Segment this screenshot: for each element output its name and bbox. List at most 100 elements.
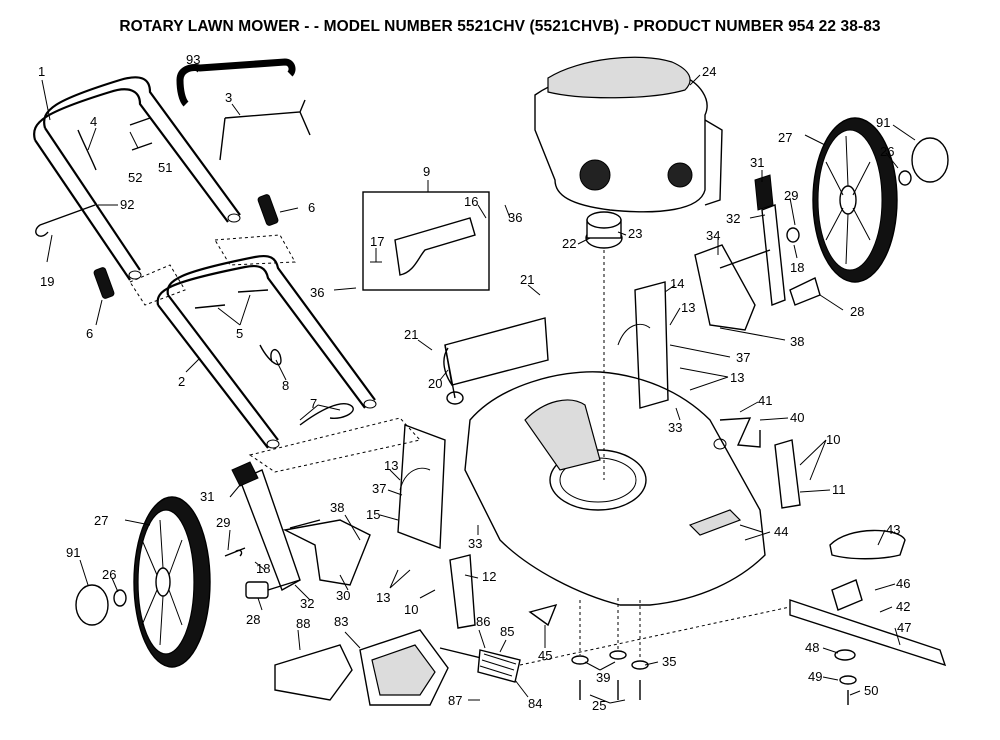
callout-10b: 10	[404, 602, 418, 617]
callout-48: 48	[805, 640, 819, 655]
callout-4: 4	[90, 114, 97, 129]
callout-25: 25	[592, 698, 606, 713]
callout-15: 15	[366, 507, 380, 522]
bolts-small	[35, 117, 269, 309]
mower-deck	[464, 371, 766, 606]
right-height-adjuster	[694, 174, 821, 331]
callout-6b: 6	[86, 326, 93, 341]
rear-bracket-left	[397, 424, 446, 549]
callout-50: 50	[864, 683, 878, 698]
callout-36b: 36	[310, 285, 324, 300]
callout-83: 83	[334, 614, 348, 629]
callout-91: 91	[876, 115, 890, 130]
callout-29: 29	[784, 188, 798, 203]
callout-43: 43	[886, 522, 900, 537]
callout-33: 33	[668, 420, 682, 435]
callout-84: 84	[528, 696, 542, 711]
left-wheel-hub-parts	[75, 547, 301, 626]
callout-32: 32	[726, 211, 740, 226]
callout-5: 5	[236, 326, 243, 341]
callout-3: 3	[225, 90, 232, 105]
hairpin-clips	[77, 129, 354, 426]
callout-11: 11	[832, 482, 846, 497]
callout-26b: 26	[102, 567, 116, 582]
callout-32b: 32	[300, 596, 314, 611]
callout-52: 52	[128, 170, 142, 185]
callout-13: 13	[681, 300, 695, 315]
callout-27: 27	[778, 130, 792, 145]
callout-88: 88	[296, 616, 310, 631]
handle-guide-dashes	[129, 234, 421, 473]
callout-31: 31	[750, 155, 764, 170]
callout-14: 14	[670, 276, 684, 291]
callout-7: 7	[310, 396, 317, 411]
knobs	[93, 194, 279, 299]
callout-33b: 33	[468, 536, 482, 551]
callout-39: 39	[596, 670, 610, 685]
callout-40: 40	[790, 410, 804, 425]
callout-23: 23	[628, 226, 642, 241]
callout-22: 22	[562, 236, 576, 251]
callout-41: 41	[758, 393, 772, 408]
rear-door-rod	[713, 417, 761, 450]
leader-lines	[41, 64, 916, 704]
callout-13d: 13	[376, 590, 390, 605]
callout-2: 2	[178, 374, 185, 389]
callout-37: 37	[736, 350, 750, 365]
callout-92: 92	[120, 197, 134, 212]
callout-16: 16	[464, 194, 478, 209]
callout-26: 26	[880, 144, 894, 159]
deck-bolts	[571, 598, 649, 700]
callout-93: 93	[186, 52, 200, 67]
callout-34: 34	[706, 228, 720, 243]
callout-36: 36	[508, 210, 522, 225]
callout-17: 17	[370, 234, 384, 249]
callout-30: 30	[336, 588, 350, 603]
rear-door-bracket	[617, 281, 669, 409]
callout-8: 8	[282, 378, 289, 393]
lower-handle	[156, 254, 377, 449]
callout-38b: 38	[330, 500, 344, 515]
callout-18: 18	[790, 260, 804, 275]
callout-20: 20	[428, 376, 442, 391]
callout-46: 46	[896, 576, 910, 591]
callout-19: 19	[40, 274, 54, 289]
deflector-wedge	[528, 603, 558, 627]
callout-49: 49	[808, 669, 822, 684]
callout-10: 10	[826, 432, 840, 447]
side-discharge-chute	[359, 629, 449, 706]
callout-21b: 21	[404, 327, 418, 342]
control-bar	[176, 58, 296, 107]
callout-18b: 18	[256, 561, 270, 576]
callout-27b: 27	[94, 513, 108, 528]
callout-42: 42	[896, 599, 910, 614]
engine	[534, 56, 723, 213]
callout-91b: 91	[66, 545, 80, 560]
right-pivot-bar	[774, 439, 801, 509]
mulch-flap	[443, 317, 549, 405]
callout-51: 51	[158, 160, 172, 175]
callout-9: 9	[423, 164, 430, 179]
right-wheel	[812, 117, 898, 283]
callout-24: 24	[702, 64, 716, 79]
blade-assembly	[519, 529, 947, 705]
cable-bracket	[219, 99, 311, 161]
callout-13b: 13	[730, 370, 744, 385]
callout-28b: 28	[246, 612, 260, 627]
callout-28: 28	[850, 304, 864, 319]
callout-12: 12	[482, 569, 496, 584]
callout-13c: 13	[384, 458, 398, 473]
discharge-plug	[274, 644, 353, 701]
callout-86: 86	[476, 614, 490, 629]
callout-87: 87	[448, 693, 462, 708]
callout-85: 85	[500, 624, 514, 639]
callout-21: 21	[520, 272, 534, 287]
left-wheel	[133, 496, 211, 668]
callout-47: 47	[897, 620, 911, 635]
pivot-bar	[449, 554, 476, 629]
callout-35: 35	[662, 654, 676, 669]
callout-44: 44	[774, 524, 788, 539]
callout-31b: 31	[200, 489, 214, 504]
callout-29b: 29	[216, 515, 230, 530]
